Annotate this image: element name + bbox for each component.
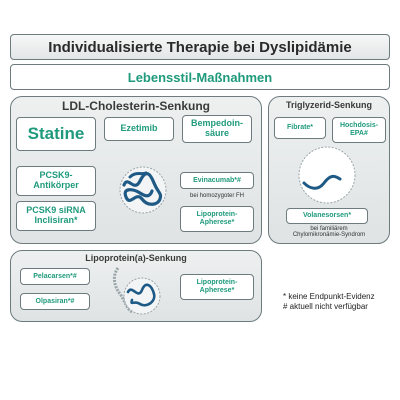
- lifestyle-box: Lebensstil-Maßnahmen: [10, 64, 390, 90]
- pelacarsen-box: Pelacarsen*#: [20, 268, 90, 285]
- lpa-panel-title: Lipoprotein(a)-Senkung: [85, 253, 187, 263]
- legend-not-available: # aktuell nicht verfügbar: [283, 302, 368, 311]
- pcsk9-antikoerper-box: PCSK9- Antikörper: [16, 166, 96, 196]
- legend: * keine Endpunkt-Evidenz # aktuell nicht…: [283, 292, 375, 312]
- tg-panel-title: Triglyzerid-Senkung: [285, 100, 372, 110]
- legend-endpoint-evidence: * keine Endpunkt-Evidenz: [283, 292, 375, 301]
- ldl-apherese-box: Lipoprotein- Apherese*: [180, 206, 254, 232]
- volanesorsen-note: bei familiärem Chylomikronämie-Syndrom: [292, 226, 366, 238]
- lpa-particle-icon: [112, 267, 161, 315]
- evinacumab-box: Evinacumab*#: [180, 172, 254, 189]
- pcsk9-sirna-box: PCSK9 siRNA Inclisiran*: [16, 201, 96, 231]
- volanesorsen-box: Volanesorsen*: [286, 208, 368, 224]
- chylomicron-particle-icon: [298, 146, 356, 204]
- hochdosis-epa-box: Hochdosis- EPA#: [332, 117, 386, 143]
- ldl-panel-title: LDL-Cholesterin-Senkung: [61, 99, 210, 113]
- ldl-particle-icon: [119, 166, 167, 214]
- diagram-title: Individualisierte Therapie bei Dyslipidä…: [10, 34, 390, 60]
- fibrate-box: Fibrate*: [274, 117, 326, 139]
- lpa-apherese-box: Lipoprotein- Apherese*: [180, 274, 254, 300]
- statine-box: Statine: [16, 117, 96, 151]
- evinacumab-note: bei homozygoter FH: [189, 193, 245, 199]
- ezetimib-box: Ezetimib: [104, 117, 174, 141]
- bempedoinsaeure-box: Bempedoin- säure: [182, 115, 252, 143]
- olpasiran-box: Olpasiran*#: [20, 293, 90, 310]
